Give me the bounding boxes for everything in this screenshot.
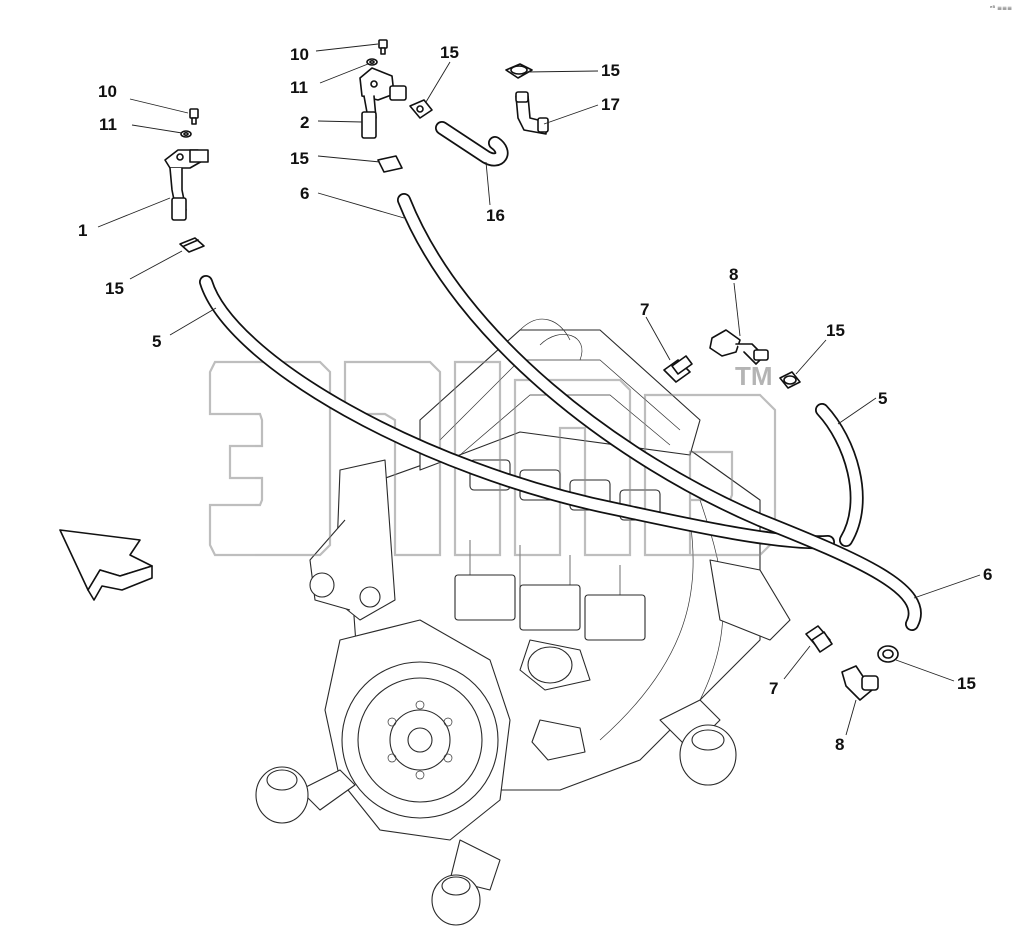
callout-15-right: 15	[826, 321, 845, 340]
bolt-10-left	[189, 108, 199, 125]
adapter-7-lower	[805, 625, 833, 653]
callout-8-upper: 8	[729, 265, 738, 284]
adapter-7-upper	[663, 355, 693, 383]
callout-2: 2	[300, 113, 309, 132]
clamp-15-top	[409, 99, 433, 119]
callout-15-mid: 15	[290, 149, 309, 168]
callout-15-left: 15	[105, 279, 124, 298]
elbow-8-lower	[841, 665, 879, 701]
callout-11-left: 11	[99, 115, 117, 134]
hose-5-right	[815, 403, 864, 547]
callout-7-lower: 7	[769, 679, 778, 698]
clamp-15-mid	[377, 155, 403, 173]
engine-mount-right	[659, 699, 737, 786]
callout-1: 1	[78, 221, 87, 240]
elbow-8-upper	[709, 329, 769, 365]
callout-6-right: 6	[983, 565, 992, 584]
washer-11-mid	[366, 58, 378, 66]
callout-15-lower: 15	[957, 674, 976, 693]
fitting-2	[359, 67, 407, 139]
callout-17: 17	[601, 95, 620, 114]
clamp-15-topright	[505, 63, 533, 79]
direction-arrow	[59, 529, 153, 601]
clamp-15-lower	[877, 645, 899, 663]
callout-7-upper: 7	[640, 300, 649, 319]
callout-5-left: 5	[152, 332, 161, 351]
clamp-15-right	[779, 371, 801, 389]
callout-11-mid: 11	[290, 78, 308, 97]
callout-10-left: 10	[98, 82, 117, 101]
callout-6-top: 6	[300, 184, 309, 203]
corner-code: ᵉᴮ ≡≡≡	[990, 5, 1012, 12]
engine-mount-bottom	[431, 839, 501, 926]
callout-10-mid: 10	[290, 45, 309, 64]
callout-15-topright: 15	[601, 61, 620, 80]
washer-11-left	[180, 130, 192, 138]
engine-mount-left	[255, 766, 356, 824]
bolt-10-mid	[378, 39, 388, 55]
hose-6-top	[397, 193, 922, 631]
hose-5-left	[199, 275, 835, 550]
hose-16	[435, 121, 509, 167]
callout-8-lower: 8	[835, 735, 844, 754]
callout-15-top: 15	[440, 43, 459, 62]
callout-16: 16	[486, 206, 505, 225]
callout-5-right: 5	[878, 389, 887, 408]
fitting-1	[164, 149, 209, 221]
leader-lines	[97, 43, 981, 736]
clamp-15-left	[179, 237, 205, 253]
elbow-17	[515, 91, 549, 135]
watermark-trademark: TM	[735, 361, 773, 391]
